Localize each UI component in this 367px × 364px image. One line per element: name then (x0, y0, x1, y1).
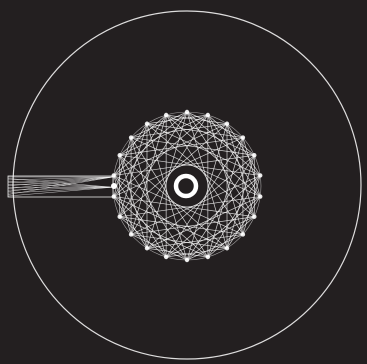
node-point (252, 215, 256, 219)
node-point (117, 153, 121, 157)
node-point (225, 246, 229, 250)
node-point (252, 153, 256, 157)
node-point (145, 246, 149, 250)
node-point (225, 122, 229, 126)
node-point (206, 113, 210, 117)
node-point (241, 135, 245, 139)
node-point (164, 113, 168, 117)
node-point (112, 194, 116, 198)
node-point (164, 255, 168, 259)
node-point (185, 110, 189, 114)
node-point (258, 173, 262, 177)
node-point (145, 122, 149, 126)
node-point (117, 215, 121, 219)
node-point (206, 255, 210, 259)
node-point (129, 232, 133, 236)
center-ring (176, 176, 196, 196)
node-point (129, 135, 133, 139)
node-point (241, 232, 245, 236)
node-point (185, 258, 189, 262)
entry-point (111, 183, 117, 189)
node-point (258, 194, 262, 198)
